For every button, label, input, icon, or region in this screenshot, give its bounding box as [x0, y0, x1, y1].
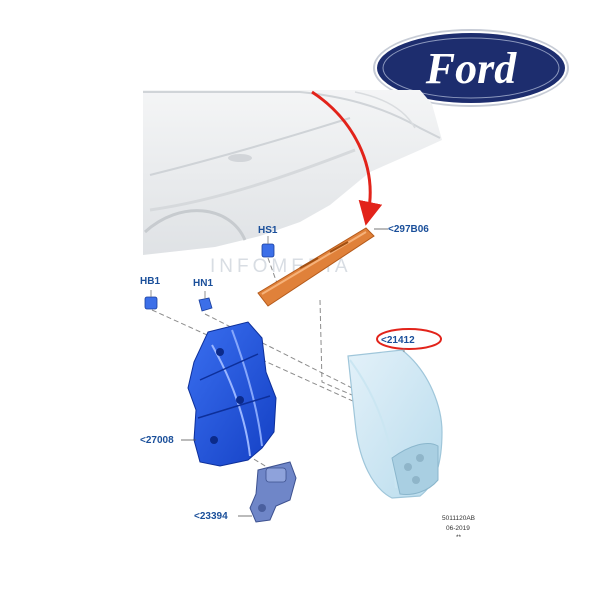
fastener-hb1-icon [144, 290, 158, 310]
vehicle-silhouette-icon [143, 90, 442, 255]
quarter-glass-icon [347, 349, 443, 499]
regulator-motor-icon [249, 461, 297, 523]
highlight-ring-icon [376, 328, 442, 350]
callout-21412: <21412 [381, 335, 415, 346]
callout-297b06: <297B06 [388, 224, 429, 235]
callout-23394: <23394 [194, 511, 228, 522]
callout-27008: <27008 [140, 435, 174, 446]
window-regulator-icon [187, 321, 277, 467]
ford-oval-logo-icon: Ford [373, 29, 569, 107]
callout-hn1: HN1 [193, 278, 213, 289]
callout-hs1: HS1 [258, 225, 278, 236]
diagram-ref-code: 5011120AB [442, 515, 475, 522]
ford-logo-text: Ford [425, 44, 517, 93]
diagram-ref-date: 06-2019 [446, 525, 470, 532]
diagram-ref-extra: ** [456, 534, 462, 541]
fastener-hn1-icon [198, 291, 213, 312]
belt-moulding-strip-icon [257, 227, 375, 307]
fastener-hs1-icon [261, 236, 275, 258]
callout-hb1: HB1 [140, 276, 160, 287]
red-curved-arrow-icon [311, 90, 383, 226]
